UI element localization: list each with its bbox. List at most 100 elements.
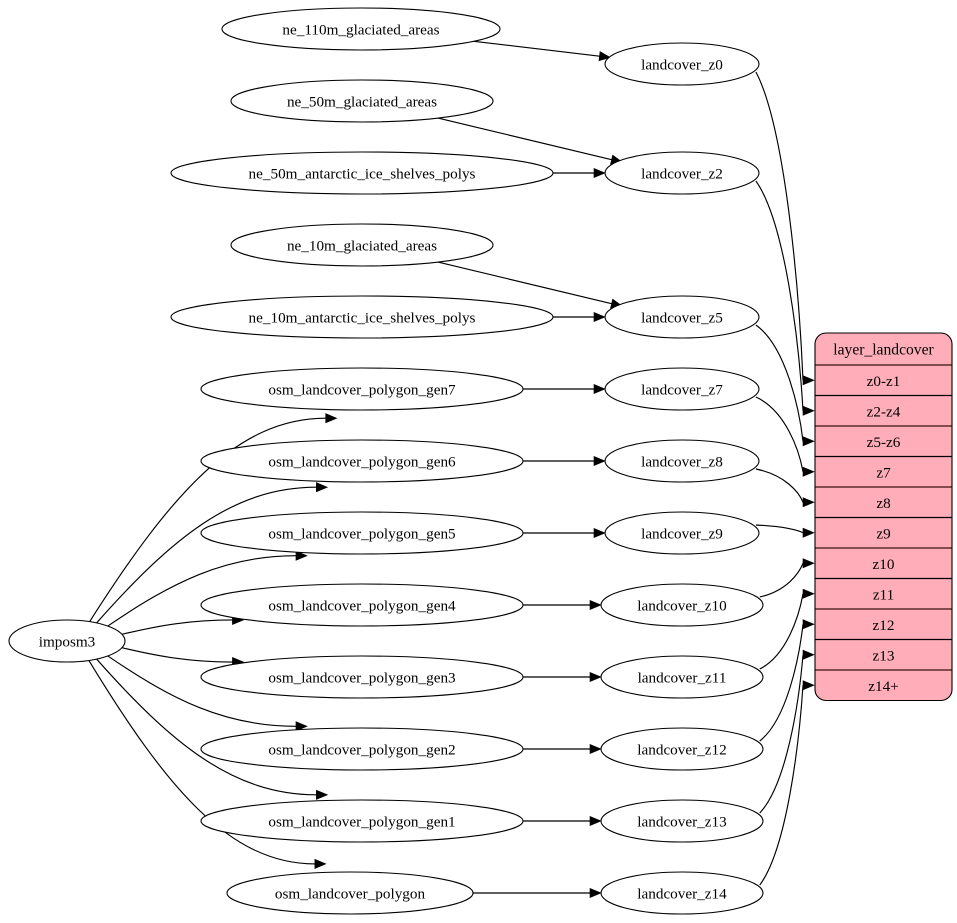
table-row[interactable]: z14+ <box>868 678 899 695</box>
input-node-osm_landcover_polygon_gen7[interactable]: osm_landcover_polygon_gen7 <box>200 367 524 411</box>
node-label: osm_landcover_polygon <box>275 886 426 903</box>
table-row[interactable]: z8 <box>876 495 891 512</box>
edge-arrowhead <box>802 375 815 386</box>
source-node-imposm3[interactable]: imposm3 <box>8 619 126 663</box>
table-row[interactable]: z7 <box>876 464 891 481</box>
edge <box>759 624 804 742</box>
node-ellipse <box>200 727 524 771</box>
landcover-node-landcover_z9[interactable]: landcover_z9 <box>604 511 760 555</box>
table-row[interactable]: z2-z4 <box>867 403 901 420</box>
landcover-node-landcover_z0[interactable]: landcover_z0 <box>604 42 760 86</box>
node-label: landcover_z0 <box>641 57 723 74</box>
node-label: ne_10m_glaciated_areas <box>287 238 437 255</box>
input-node-osm_landcover_polygon_gen6[interactable]: osm_landcover_polygon_gen6 <box>200 439 524 483</box>
input-node-osm_landcover_polygon[interactable]: osm_landcover_polygon <box>226 871 474 915</box>
landcover-node-landcover_z10[interactable]: landcover_z10 <box>600 583 764 627</box>
table-row-label: z8 <box>876 495 891 512</box>
node-label: osm_landcover_polygon_gen1 <box>268 814 455 831</box>
node-label: landcover_z9 <box>641 526 723 543</box>
edge <box>759 563 804 598</box>
edge <box>755 324 804 442</box>
landcover-node-landcover_z5[interactable]: landcover_z5 <box>604 295 760 339</box>
edge-arrowhead <box>314 858 327 869</box>
edge <box>121 647 233 663</box>
node-ellipse <box>226 871 474 915</box>
edge-arrowhead <box>802 588 815 599</box>
edge-arrowhead <box>593 527 606 539</box>
landcover-node-landcover_z12[interactable]: landcover_z12 <box>600 727 764 771</box>
input-node-osm_landcover_polygon_gen3[interactable]: osm_landcover_polygon_gen3 <box>200 655 524 699</box>
table-row-label: z12 <box>873 617 895 634</box>
landcover-node-landcover_z13[interactable]: landcover_z13 <box>600 799 764 843</box>
node-label: osm_landcover_polygon_gen5 <box>268 526 455 543</box>
input-node-osm_landcover_polygon_gen1[interactable]: osm_landcover_polygon_gen1 <box>200 799 524 843</box>
node-ellipse <box>200 439 524 483</box>
node-ellipse <box>604 511 760 555</box>
edge <box>755 468 804 503</box>
edge <box>88 660 315 865</box>
landcover-node-landcover_z7[interactable]: landcover_z7 <box>604 367 760 411</box>
node-label: landcover_z7 <box>641 382 723 399</box>
node-ellipse <box>604 42 760 86</box>
edge <box>107 655 296 727</box>
node-label: imposm3 <box>39 634 96 651</box>
edge <box>96 486 317 624</box>
edge-arrowhead <box>593 311 606 323</box>
table-row[interactable]: z12 <box>873 617 895 634</box>
edge-arrowhead <box>589 671 602 683</box>
edge-arrowhead <box>593 383 606 395</box>
landcover-node-landcover_z8[interactable]: landcover_z8 <box>604 439 760 483</box>
nodes-layer: imposm3 ne_110m_glaciated_areas ne_50m_gla… <box>8 7 764 915</box>
edge <box>96 658 317 796</box>
edge-arrowhead <box>802 680 815 691</box>
edge <box>437 261 612 305</box>
table-row[interactable]: z11 <box>873 586 894 603</box>
node-label: ne_10m_antarctic_ice_shelves_polys <box>249 310 476 327</box>
node-ellipse <box>600 583 764 627</box>
layer-landcover-table[interactable]: layer_landcoverz0-z1z2-z4z5-z6z7z8z9z10z… <box>814 332 953 702</box>
input-node-ne_10m_glaciated_areas[interactable]: ne_10m_glaciated_areas <box>230 223 494 267</box>
table-row-label: z11 <box>873 586 894 603</box>
edge-arrowhead <box>802 558 815 569</box>
table-row[interactable]: z5-z6 <box>867 434 901 451</box>
input-node-osm_landcover_polygon_gen4[interactable]: osm_landcover_polygon_gen4 <box>200 583 524 627</box>
landcover-node-landcover_z2[interactable]: landcover_z2 <box>604 151 760 195</box>
node-label: landcover_z2 <box>641 166 723 183</box>
node-ellipse <box>230 79 494 123</box>
edge-arrowhead <box>802 405 815 416</box>
table-row[interactable]: z10 <box>873 556 895 573</box>
node-label: osm_landcover_polygon_gen3 <box>268 670 455 687</box>
node-ellipse <box>600 727 764 771</box>
input-node-ne_50m_glaciated_areas[interactable]: ne_50m_glaciated_areas <box>230 79 494 123</box>
node-label: ne_50m_antarctic_ice_shelves_polys <box>249 166 476 183</box>
landcover-node-landcover_z14[interactable]: landcover_z14 <box>600 871 764 915</box>
edge-arrowhead <box>802 649 815 660</box>
node-label: landcover_z11 <box>638 670 727 687</box>
edge-arrowhead <box>802 527 815 538</box>
input-node-ne_10m_antarctic_ice_shelves_polys[interactable]: ne_10m_antarctic_ice_shelves_polys <box>170 295 554 339</box>
edge-arrowhead <box>316 789 329 800</box>
input-node-ne_50m_antarctic_ice_shelves_polys[interactable]: ne_50m_antarctic_ice_shelves_polys <box>170 151 554 195</box>
edge <box>755 71 804 381</box>
node-ellipse <box>170 151 554 195</box>
input-node-osm_landcover_polygon_gen5[interactable]: osm_landcover_polygon_gen5 <box>200 511 524 555</box>
input-node-osm_landcover_polygon_gen2[interactable]: osm_landcover_polygon_gen2 <box>200 727 524 771</box>
table-row[interactable]: z0-z1 <box>867 373 901 390</box>
node-label: osm_landcover_polygon_gen4 <box>268 598 456 615</box>
table-row-label: z13 <box>873 647 895 664</box>
table-row[interactable]: z13 <box>873 647 895 664</box>
landcover-node-landcover_z11[interactable]: landcover_z11 <box>600 655 764 699</box>
input-node-ne_110m_glaciated_areas[interactable]: ne_110m_glaciated_areas <box>221 7 501 51</box>
node-ellipse <box>230 223 494 267</box>
edge <box>759 593 804 670</box>
edge <box>121 619 233 635</box>
node-ellipse <box>604 151 760 195</box>
table-row[interactable]: z9 <box>876 525 890 542</box>
edge-arrowhead <box>295 550 308 561</box>
edge-arrowhead <box>593 455 606 467</box>
edge <box>759 654 804 814</box>
edge <box>107 555 296 627</box>
edge-arrowhead <box>593 167 606 179</box>
node-label: osm_landcover_polygon_gen7 <box>268 382 456 399</box>
